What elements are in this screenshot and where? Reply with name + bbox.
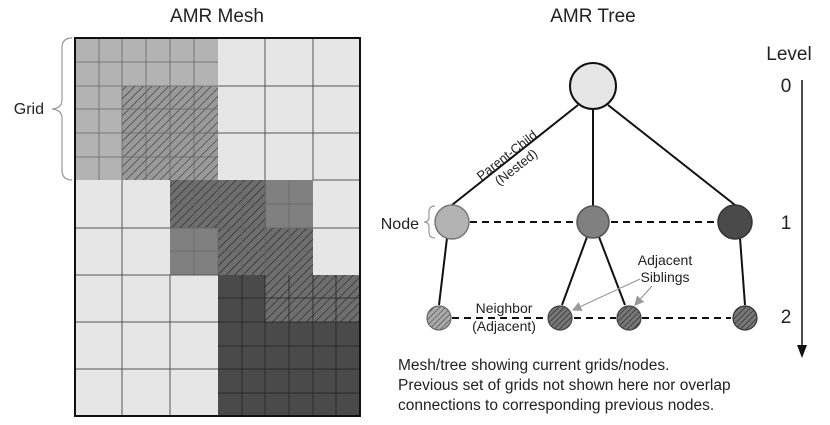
adjacent-label-line1: Adjacent — [638, 252, 693, 268]
caption-line-2: Previous set of grids not shown here nor… — [398, 377, 731, 394]
level-1: 1 — [781, 213, 792, 234]
mesh-title: AMR Mesh — [170, 6, 264, 27]
node-level2-a — [426, 305, 452, 331]
adjacent-label-line2: Siblings — [640, 269, 689, 285]
level-0: 0 — [781, 76, 792, 97]
root-node — [569, 62, 617, 110]
grid-brace — [51, 37, 73, 181]
node-label: Node — [381, 216, 419, 233]
caption-line-3: connections to corresponding previous no… — [398, 397, 714, 414]
node-level2-b — [547, 305, 573, 331]
grid-label: Grid — [14, 101, 44, 118]
neighbor-links — [452, 221, 731, 319]
tree-edges — [438, 104, 746, 306]
node-level2-c — [616, 305, 642, 331]
tree-title: AMR Tree — [550, 6, 636, 27]
node-level1-mid — [576, 205, 610, 239]
level-2: 2 — [781, 307, 792, 328]
neighbor-label-line1: Neighbor — [476, 300, 533, 316]
node-level1-dark — [717, 204, 753, 240]
neighbor-label-line2: (Adjacent) — [472, 318, 536, 334]
node-level2-d — [732, 305, 758, 331]
level-header: Level — [766, 44, 811, 65]
adjacent-arrows — [571, 278, 653, 311]
node-level1-light — [434, 204, 470, 240]
node-brace — [423, 205, 436, 239]
level-arrow — [797, 80, 807, 358]
amr-mesh — [74, 37, 361, 417]
caption-line-1: Mesh/tree showing current grids/nodes. — [398, 357, 669, 374]
parent-child-label: Parent-Child (Nested) — [474, 127, 541, 188]
